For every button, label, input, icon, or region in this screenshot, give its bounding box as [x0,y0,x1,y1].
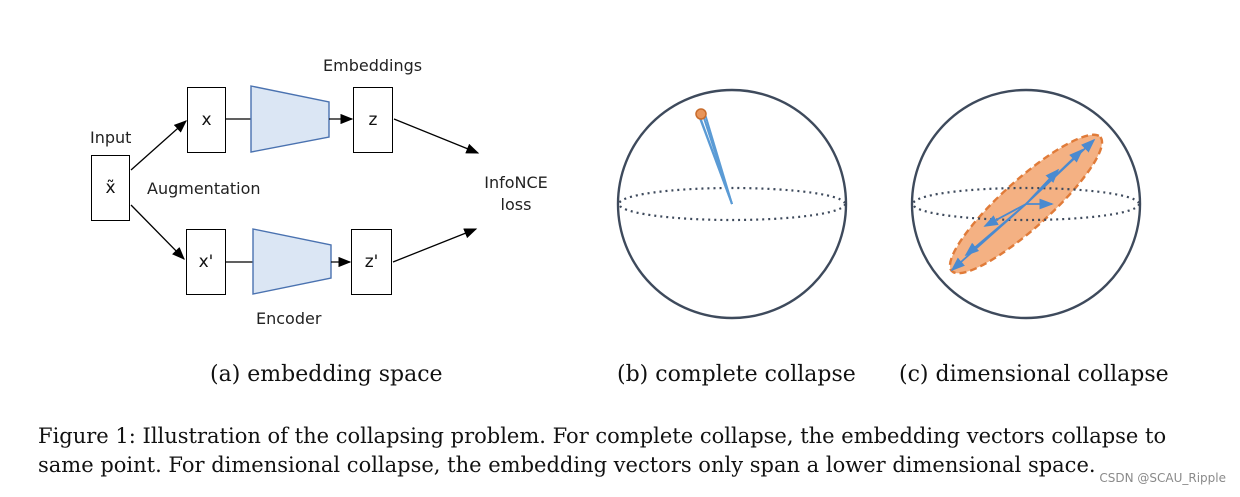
augmentation-label: Augmentation [147,179,261,198]
view-to-encoder-links [226,118,253,263]
view-box-bottom: x' [186,229,226,295]
collapsed-vectors [697,111,733,205]
input-box: x̃ [91,155,130,221]
watermark: CSDN @SCAU_Ripple [1099,471,1226,485]
caption-prefix: Figure 1: [38,424,136,448]
augmentation-arrows [130,120,187,260]
encoder-bottom-shape [252,228,332,295]
view-bottom-text: x' [198,252,214,272]
embedding-box-top: z [353,87,393,153]
embedding-bottom-text: z' [364,252,379,272]
sphere-complete-collapse [616,88,848,320]
encoder-to-embedding-arrows [329,113,354,268]
loss-line-1: InfoNCE [484,173,548,192]
view-box-top: x [187,87,226,153]
subcaption-c: (c) dimensional collapse [899,362,1169,387]
encoder-top-shape [250,85,330,153]
loss-line-2: loss [500,195,532,214]
loss-arrows [392,118,480,263]
spanning-vectors [950,138,1096,272]
sphere-dimensional-collapse [910,88,1142,320]
input-label: Input [90,128,132,147]
collapsed-point [695,108,707,120]
embedding-top-text: z [368,110,378,130]
figure-caption: Figure 1: Illustration of the collapsing… [38,422,1208,480]
infonce-loss-label: InfoNCE loss [476,172,556,216]
view-top-text: x [201,110,212,130]
caption-text: Illustration of the collapsing problem. … [38,424,1167,477]
embedding-box-bottom: z' [351,229,392,295]
embeddings-label: Embeddings [323,56,423,75]
subcaption-b: (b) complete collapse [617,362,856,387]
input-symbol: x̃ [105,178,116,198]
subcaption-a: (a) embedding space [210,362,443,387]
encoder-label: Encoder [256,309,322,328]
